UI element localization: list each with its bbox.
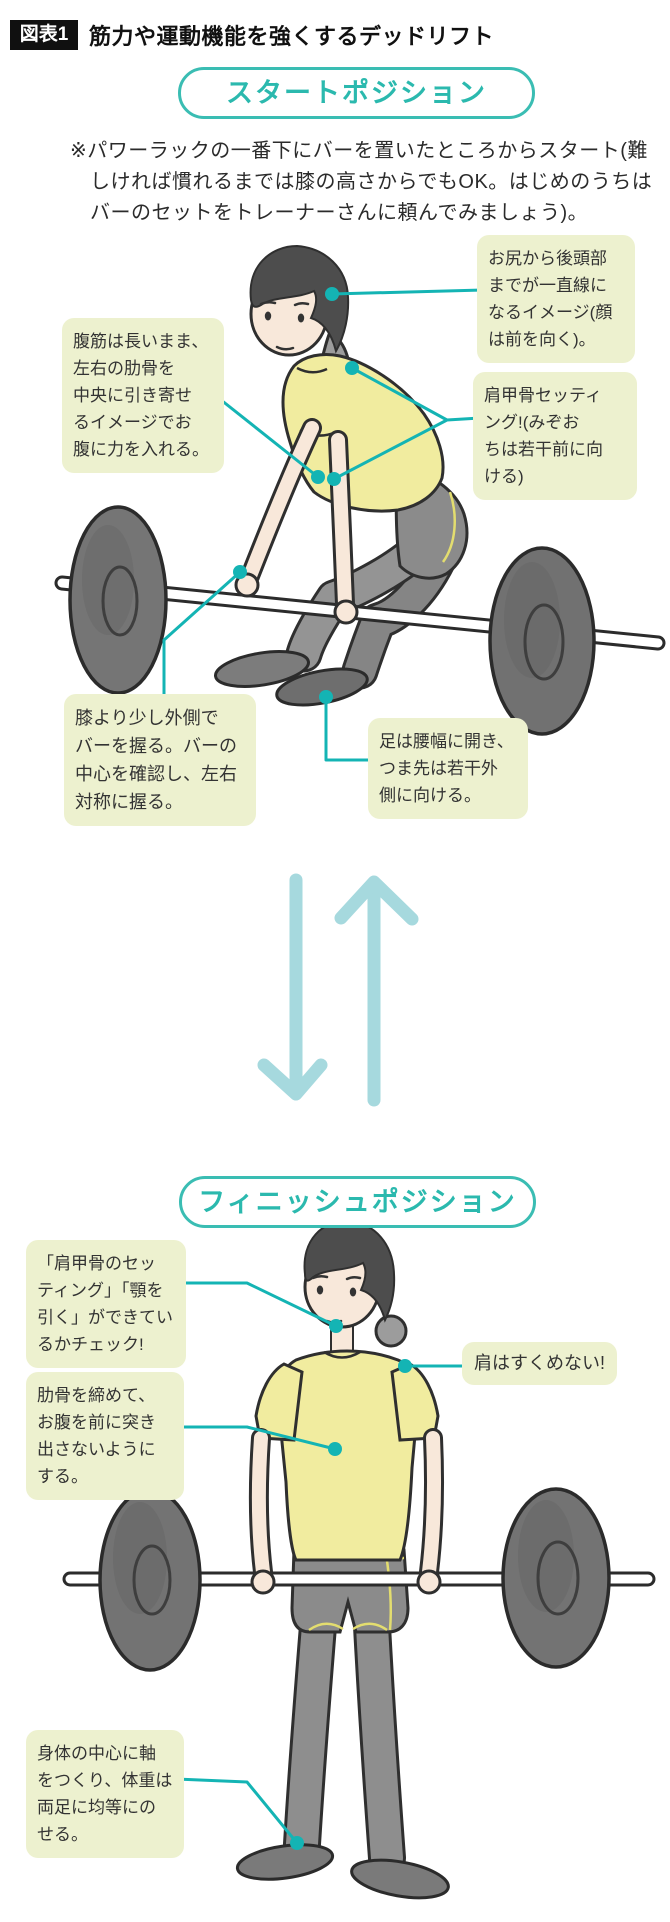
shoe-icon xyxy=(214,650,310,688)
transition-arrows xyxy=(257,873,419,1107)
callout-axis: 身体の中心に軸 をつくり、体重は 両足に均等にの せる。 xyxy=(26,1730,184,1858)
person-start-illustration xyxy=(214,244,469,707)
down-arrow-icon xyxy=(257,873,328,1101)
shirt xyxy=(281,352,445,513)
shoe-icon xyxy=(235,1843,335,1881)
person-finish-arms xyxy=(248,1428,444,1595)
barbell-finish-icon xyxy=(62,1487,656,1672)
callout-scapula-setting: 肩甲骨セッティ ング!(みぞお ちは若干前に向 ける) xyxy=(473,372,637,500)
finish-position-label: フィニッシュポジション xyxy=(179,1176,536,1228)
callout-leader-lines-finish xyxy=(175,1281,470,1844)
hair-bun xyxy=(374,1314,408,1348)
page-header: 図表1 筋力や運動機能を強くするデッドリフト xyxy=(10,19,494,51)
callout-shoulders: 肩はすくめない! xyxy=(462,1342,618,1385)
callout-hips-head-line: お尻から後頭部 までが一直線に なるイメージ(顔 は前を向く)。 xyxy=(477,235,635,363)
callout-feet: 足は腰幅に開き、 つま先は若干外 側に向ける。 xyxy=(368,718,528,819)
up-arrow-icon xyxy=(334,875,419,1107)
start-position-label: スタートポジション xyxy=(178,67,535,119)
callout-dots-start xyxy=(233,287,359,704)
callout-grip: 膝より少し外側で バーを握る。バーの 中心を確認し、左右 対称に握る。 xyxy=(64,694,256,826)
page-title: 筋力や運動機能を強くするデッドリフト xyxy=(89,24,495,49)
callout-ribs: 肋骨を締めて、 お腹を前に突き 出さないように する。 xyxy=(26,1372,184,1500)
callout-abdominal: 腹筋は長いまま、 左右の肋骨を 中央に引き寄せ るイメージでお 腹に力を入れる。 xyxy=(62,318,224,473)
person-start-arms xyxy=(234,418,359,625)
person-finish-illustration xyxy=(235,1219,450,1900)
shoe-icon xyxy=(350,1858,450,1900)
figure-number-badge: 図表1 xyxy=(10,20,78,50)
start-position-note: ※パワーラックの一番下にバーを置いたところからスタート(難 しければ慣れるまでは… xyxy=(70,140,653,224)
callout-dots-finish xyxy=(290,1319,412,1850)
callout-scapula-chin-check: 「肩甲骨のセッ ティング」「顎を 引く」ができてい るかチェック! xyxy=(26,1240,186,1368)
barbell-start-icon xyxy=(54,505,666,736)
callout-leader-lines-start xyxy=(162,288,484,762)
shorts xyxy=(290,1548,410,1634)
